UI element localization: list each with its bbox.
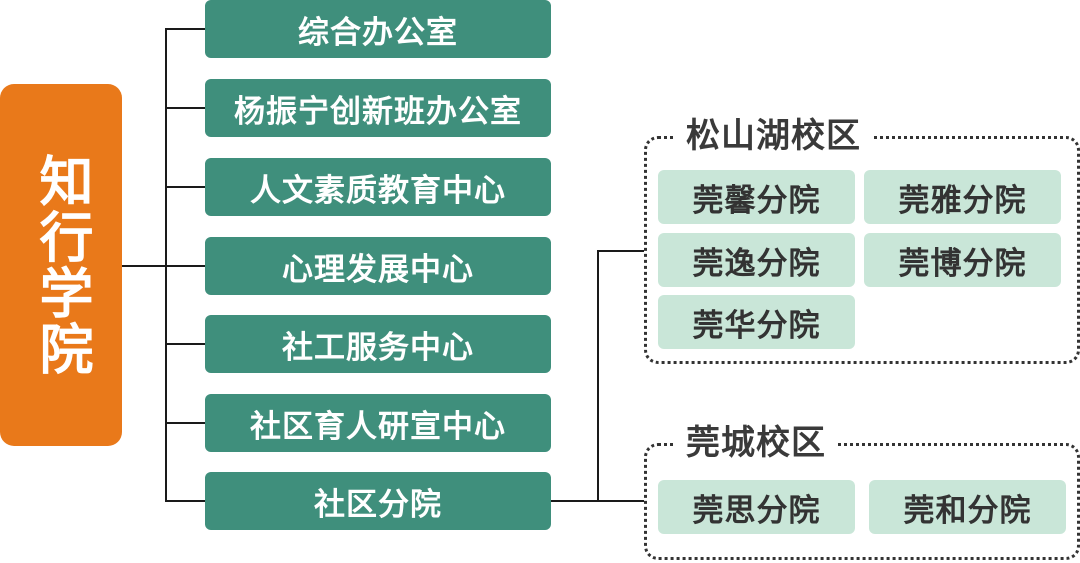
branch-box: 莞馨分院: [658, 170, 855, 224]
department-box: 人文素质教育中心: [205, 158, 551, 216]
department-box: 社区育人研宣中心: [205, 394, 551, 452]
department-box: 杨振宁创新班办公室: [205, 79, 551, 137]
connector-dept-3: [165, 186, 205, 188]
connector-dept-1: [165, 28, 205, 30]
connector-campus-trunk: [597, 250, 599, 502]
connector-campus-2: [597, 500, 644, 502]
connector-dept-6: [165, 422, 205, 424]
department-box: 社区分院: [205, 472, 551, 530]
connector-root-to-trunk: [122, 265, 167, 267]
connector-community-to-campus-trunk: [551, 500, 599, 502]
branch-box: 莞雅分院: [864, 170, 1061, 224]
connector-campus-1: [597, 250, 644, 252]
department-box: 心理发展中心: [205, 237, 551, 295]
branch-box: 莞华分院: [658, 295, 855, 349]
campus-title: 松山湖校区: [676, 114, 871, 158]
connector-dept-5: [165, 343, 205, 345]
connector-dept-2: [165, 107, 205, 109]
root-node: 知行学院: [0, 84, 122, 446]
root-label: 知行学院: [30, 153, 93, 377]
connector-dept-4: [165, 265, 205, 267]
branch-box: 莞博分院: [864, 233, 1061, 287]
branch-box: 莞思分院: [658, 480, 855, 534]
department-box: 社工服务中心: [205, 315, 551, 373]
campus-frame-guancheng: [644, 443, 1080, 560]
branch-box: 莞和分院: [869, 480, 1066, 534]
department-box: 综合办公室: [205, 0, 551, 58]
connector-dept-7: [165, 500, 205, 502]
branch-box: 莞逸分院: [658, 233, 855, 287]
campus-title: 莞城校区: [676, 421, 836, 465]
